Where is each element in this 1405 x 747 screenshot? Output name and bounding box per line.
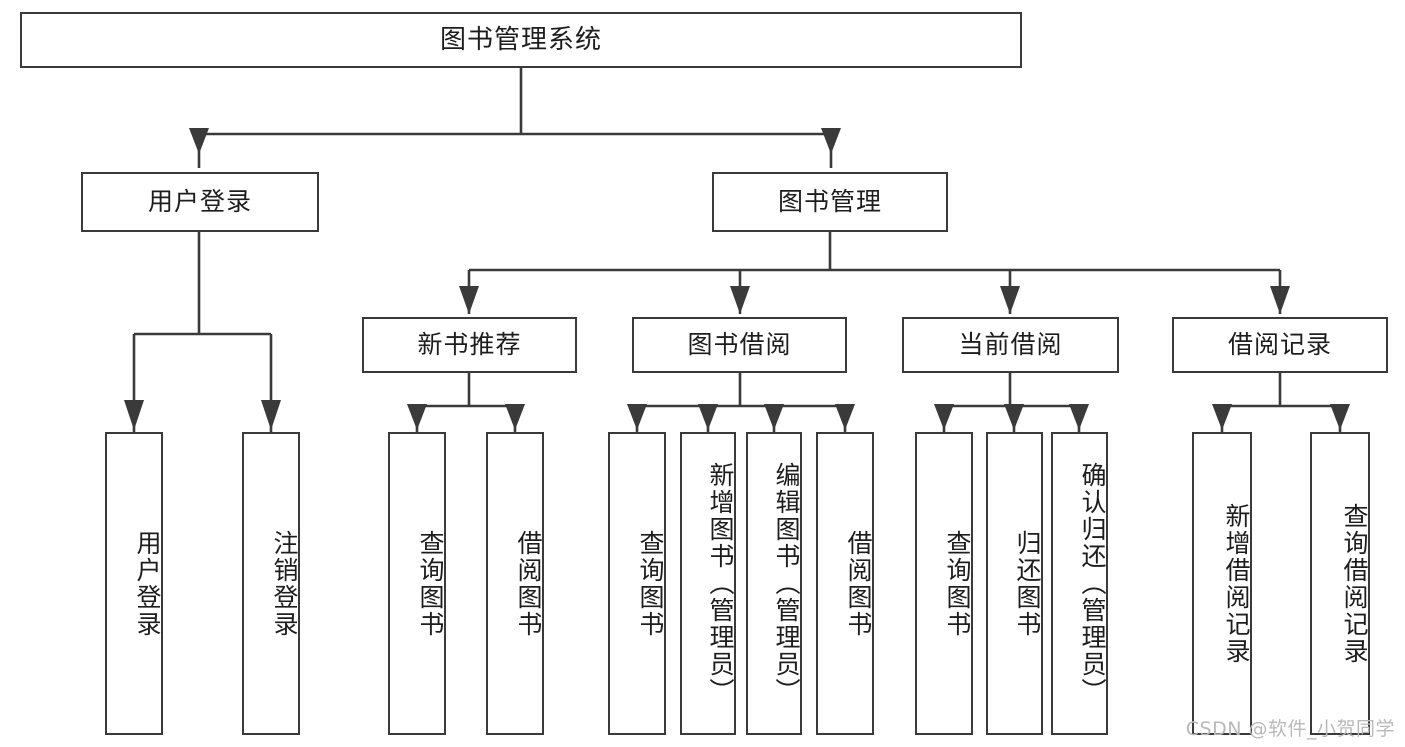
- node-label: 借阅图书: [514, 529, 543, 638]
- node-new-book-recommend[interactable]: 新书推荐: [362, 317, 577, 373]
- node-current-borrow[interactable]: 当前借阅: [902, 317, 1119, 373]
- leaf-add-borrow-record[interactable]: 新增借阅记录: [1192, 432, 1252, 735]
- node-label: 查询借阅记录: [1340, 502, 1369, 665]
- leaf-borrow-books[interactable]: 借阅图书: [816, 432, 874, 735]
- node-root-book-management-system[interactable]: 图书管理系统: [20, 12, 1022, 68]
- leaf-user-login[interactable]: 用户登录: [105, 432, 163, 735]
- leaf-confirm-return-admin[interactable]: 确认归还（管理员）: [1051, 432, 1108, 735]
- node-label: 确认归还（管理员）: [1078, 462, 1107, 705]
- leaf-return-books[interactable]: 归还图书: [986, 432, 1043, 735]
- node-book-management[interactable]: 图书管理: [712, 172, 948, 232]
- leaf-query-books-recommend[interactable]: 查询图书: [388, 432, 446, 735]
- leaf-query-books-current[interactable]: 查询图书: [915, 432, 973, 735]
- node-label: 借阅图书: [844, 529, 873, 638]
- node-label: 查询图书: [636, 529, 665, 638]
- node-label: 注销登录: [270, 529, 299, 638]
- node-label: 用户登录: [147, 187, 252, 217]
- node-label: 新增借阅记录: [1222, 502, 1251, 665]
- node-label: 当前借阅: [958, 330, 1063, 360]
- node-label: 图书借阅: [687, 330, 792, 360]
- node-borrow-record[interactable]: 借阅记录: [1172, 317, 1388, 373]
- leaf-query-borrow-record[interactable]: 查询借阅记录: [1310, 432, 1370, 735]
- leaf-add-book-admin[interactable]: 新增图书（管理员）: [680, 432, 736, 735]
- node-label: 查询图书: [416, 529, 445, 638]
- leaf-borrow-books-recommend[interactable]: 借阅图书: [486, 432, 544, 735]
- node-user-login[interactable]: 用户登录: [81, 172, 319, 232]
- node-label: 借阅记录: [1227, 330, 1332, 360]
- csdn-watermark: CSDN @软件_小贺同学: [1185, 718, 1395, 740]
- node-label: 图书管理系统: [439, 24, 602, 55]
- node-label: 编辑图书（管理员）: [772, 462, 801, 705]
- node-label: 图书管理: [777, 187, 882, 217]
- node-label: 用户登录: [133, 529, 162, 638]
- leaf-query-books-borrow[interactable]: 查询图书: [608, 432, 666, 735]
- leaf-logout[interactable]: 注销登录: [242, 432, 300, 735]
- leaf-edit-book-admin[interactable]: 编辑图书（管理员）: [746, 432, 802, 735]
- node-label: 归还图书: [1013, 529, 1042, 638]
- node-book-borrow[interactable]: 图书借阅: [632, 317, 847, 373]
- node-label: 新书推荐: [417, 330, 522, 360]
- node-label: 新增图书（管理员）: [706, 462, 735, 705]
- node-label: 查询图书: [943, 529, 972, 638]
